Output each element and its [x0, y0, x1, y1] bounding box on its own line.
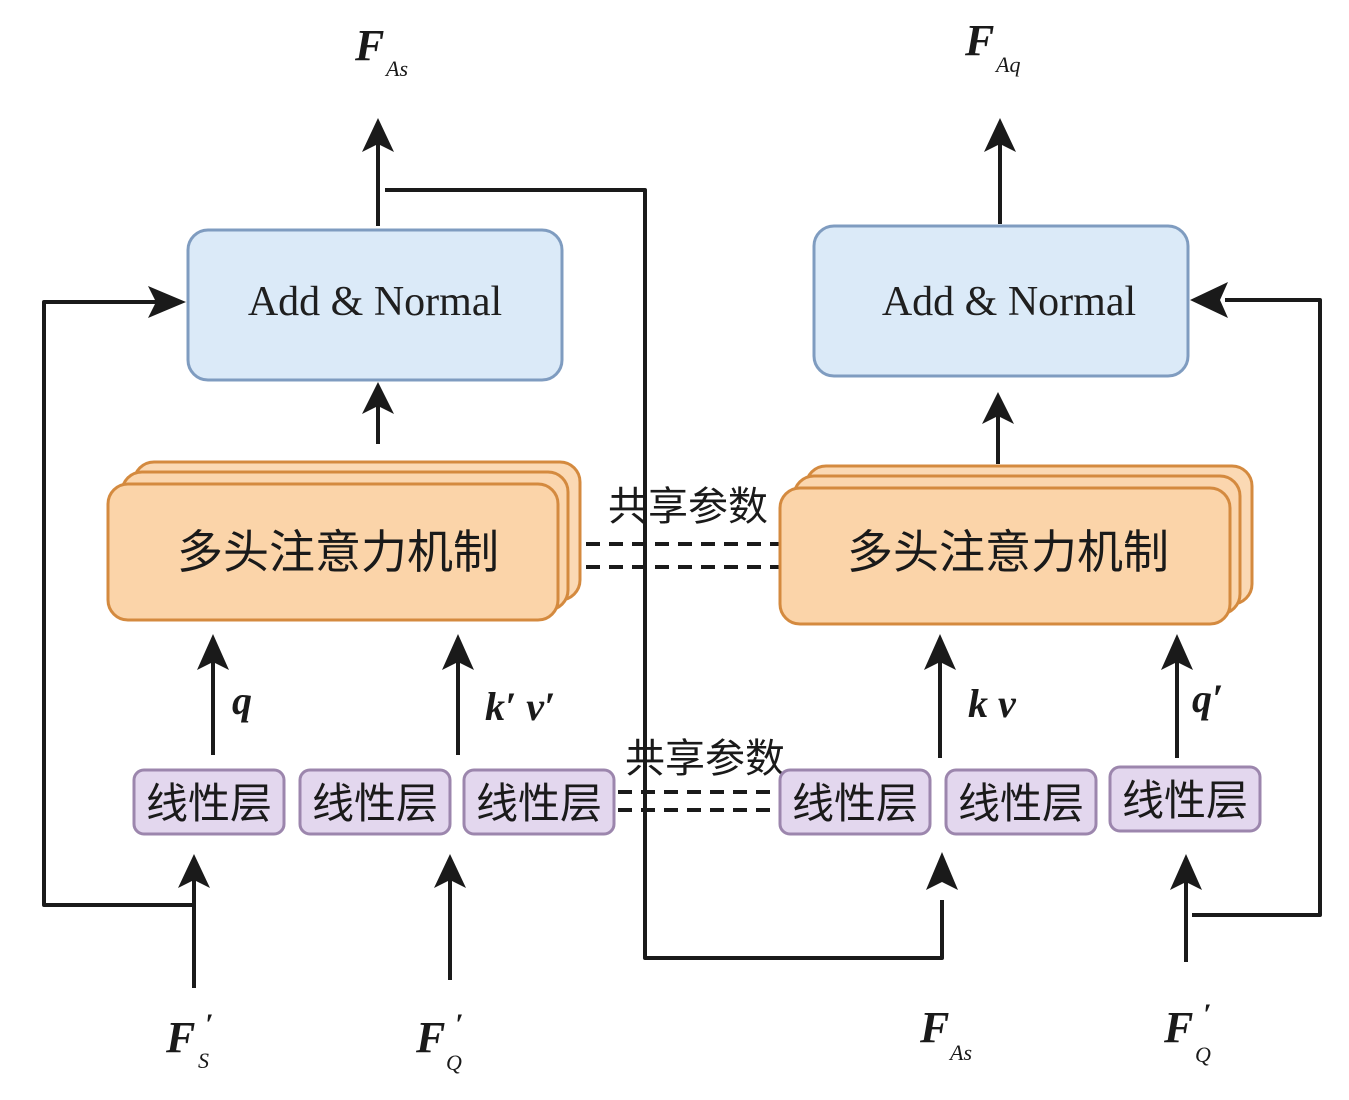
- right-attention-stack: 多头注意力机制: [778, 464, 1254, 626]
- shared-params-attention-dashes: [586, 542, 780, 569]
- right-output-label: F Aq: [964, 16, 1020, 77]
- shared-params-attention-label: 共享参数: [608, 484, 768, 530]
- right-linear-layer-1: 线性层: [778, 768, 932, 836]
- left-attention-to-addnorm-arrow: [362, 382, 394, 444]
- left-add-norm-box: Add & Normal: [186, 228, 564, 382]
- right-output-main: F: [964, 16, 994, 65]
- arrowhead-icon: [434, 854, 466, 888]
- input-sub: Q: [1195, 1042, 1211, 1067]
- arrowhead-icon: [924, 634, 956, 670]
- arrowhead-icon: [984, 118, 1016, 152]
- right-residual-line: [1192, 298, 1322, 917]
- linear-layer-label: 线性层: [476, 779, 602, 828]
- right-output-sub: Aq: [994, 52, 1020, 77]
- arrowhead-icon: [442, 634, 474, 670]
- left-linear-layer-1: 线性层: [132, 768, 286, 836]
- left-linear-layer-2: 线性层: [298, 768, 452, 836]
- left-input-fq-arrow: [434, 854, 466, 980]
- right-input-fq-arrow: [1170, 854, 1202, 962]
- input-main: F: [165, 1013, 195, 1062]
- right-kv-arrow: [924, 634, 956, 758]
- right-linear-layer-2: 线性层: [944, 768, 1098, 836]
- left-q-arrow: [197, 634, 229, 755]
- left-output-sub: As: [384, 56, 408, 81]
- arrowhead-icon: [197, 634, 229, 670]
- right-add-norm-label: Add & Normal: [882, 279, 1136, 325]
- right-add-norm-box: Add & Normal: [812, 224, 1190, 378]
- arrowhead-icon: [1161, 634, 1193, 670]
- arrowhead-icon: [1170, 854, 1202, 890]
- arrowhead-icon: [362, 118, 394, 152]
- input-main: F: [1163, 1003, 1193, 1052]
- linear-layer-label: 线性层: [792, 779, 918, 828]
- left-residual-arrowhead-icon: [148, 286, 186, 318]
- right-input-fas-arrow: [926, 852, 958, 890]
- right-input-fas-label: F As: [919, 1003, 972, 1065]
- right-input-fq-label: F ′ Q: [1163, 998, 1211, 1067]
- left-q-label: q: [232, 678, 252, 723]
- input-sub: Q: [446, 1050, 462, 1075]
- left-attention-label: 多头注意力机制: [177, 525, 499, 579]
- right-linear-layer-3: 线性层: [1108, 765, 1262, 833]
- left-input-fs-arrow: [178, 854, 210, 988]
- left-input-fq-label: F ′ Q: [415, 1008, 463, 1075]
- input-sub: As: [948, 1040, 972, 1065]
- left-residual-line: [42, 300, 194, 907]
- right-residual-arrowhead-icon: [1190, 282, 1228, 318]
- linear-layer-label: 线性层: [312, 779, 438, 828]
- linear-layer-label: 线性层: [958, 779, 1084, 828]
- input-prime: ′: [205, 1008, 213, 1041]
- right-kv-label: k v: [968, 681, 1017, 726]
- right-attention-to-addnorm-arrow: [982, 392, 1014, 464]
- input-prime: ′: [455, 1008, 463, 1041]
- right-q-label: q′: [1192, 676, 1223, 721]
- linear-layer-label: 线性层: [1122, 776, 1248, 825]
- left-output-label: F As: [354, 21, 408, 81]
- input-prime: ′: [1203, 998, 1211, 1031]
- left-output-arrow: [362, 118, 394, 226]
- right-q-arrow: [1161, 634, 1193, 758]
- input-sub: S: [198, 1048, 209, 1073]
- left-kv-label: k′ v′: [485, 684, 555, 729]
- left-output-main: F: [354, 21, 384, 70]
- linear-layer-label: 线性层: [146, 779, 272, 828]
- right-attention-label: 多头注意力机制: [847, 525, 1169, 579]
- shared-params-linear-dashes: [618, 790, 780, 812]
- left-attention-stack: 多头注意力机制: [106, 460, 582, 622]
- input-main: F: [919, 1003, 949, 1052]
- arrowhead-icon: [982, 392, 1014, 424]
- left-kv-arrow: [442, 634, 474, 755]
- arrowhead-icon: [178, 854, 210, 888]
- cross-connection-line: [385, 188, 944, 960]
- input-main: F: [415, 1013, 445, 1062]
- arrowhead-icon: [926, 852, 958, 890]
- right-output-arrow: [984, 118, 1016, 224]
- left-linear-layer-3: 线性层: [462, 768, 616, 836]
- shared-params-linear-label: 共享参数: [625, 736, 785, 782]
- arrowhead-icon: [362, 382, 394, 414]
- left-add-norm-label: Add & Normal: [248, 279, 502, 325]
- left-input-fs-label: F ′ S: [165, 1008, 213, 1073]
